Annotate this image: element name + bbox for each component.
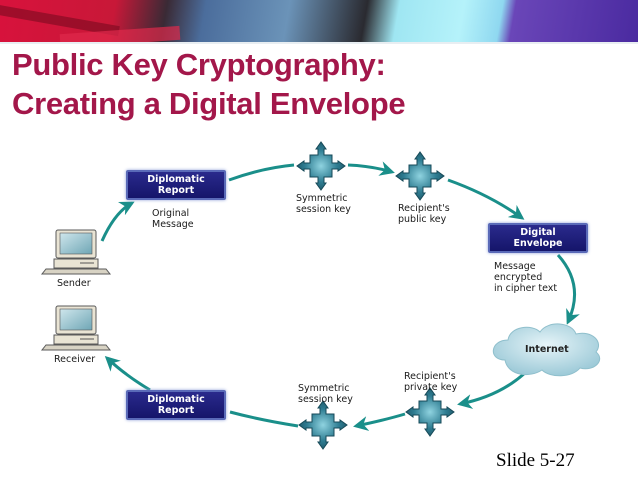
label-line: session key [298,394,353,405]
recipient-public-key-label: Recipient's public key [398,203,450,225]
bottom-diplomatic-report-box: Diplomatic Report [126,390,226,420]
label-line: Recipient's [398,203,450,214]
top-symmetric-key-label: Symmetric session key [296,193,351,215]
digital-envelope-box: Digital Envelope [488,223,588,253]
receiver-label: Receiver [54,354,96,365]
caption-line: encrypted [494,272,543,283]
caption-line: Message [494,261,536,272]
key-icon [395,151,445,201]
slide-title: Public Key Cryptography: Creating a Digi… [12,45,406,123]
title-line-2: Creating a Digital Envelope [12,86,406,121]
caption-line: in cipher text [494,283,558,294]
label-line: public key [398,214,447,225]
computer-icon [41,229,111,275]
box-label: Report [157,185,195,196]
sender-label: Sender [57,278,91,289]
box-label: Diplomatic [147,174,205,185]
label-line: private key [404,382,458,393]
key-icon [405,387,455,437]
computer-icon [41,305,111,351]
cipher-text-caption: Message encrypted in cipher text [494,261,557,294]
label-line: Symmetric [296,193,348,204]
slide-number: Slide 5-27 [496,450,575,471]
top-diplomatic-report-box: Diplomatic Report [126,170,226,200]
bottom-symmetric-key-label: Symmetric session key [298,383,353,405]
key-icon [296,141,346,191]
internet-label: Internet [525,344,569,355]
box-label: Report [157,405,195,416]
header-banner [0,0,638,44]
cloud-icon [492,323,601,377]
flow-arrows [100,161,580,431]
key-icon [298,400,348,450]
original-message-caption: Original Message [152,208,194,230]
title-line-1: Public Key Cryptography: [12,47,386,82]
label-line: Symmetric [298,383,350,394]
box-label: Diplomatic [147,394,205,405]
label-line: Recipient's [404,371,456,382]
caption-line: Original [152,208,190,219]
caption-line: Message [152,219,194,230]
label-line: session key [296,204,351,215]
recipient-private-key-label: Recipient's private key [404,371,457,393]
box-label: Envelope [513,238,563,249]
banner-edge [0,42,638,44]
box-label: Digital [520,227,556,238]
